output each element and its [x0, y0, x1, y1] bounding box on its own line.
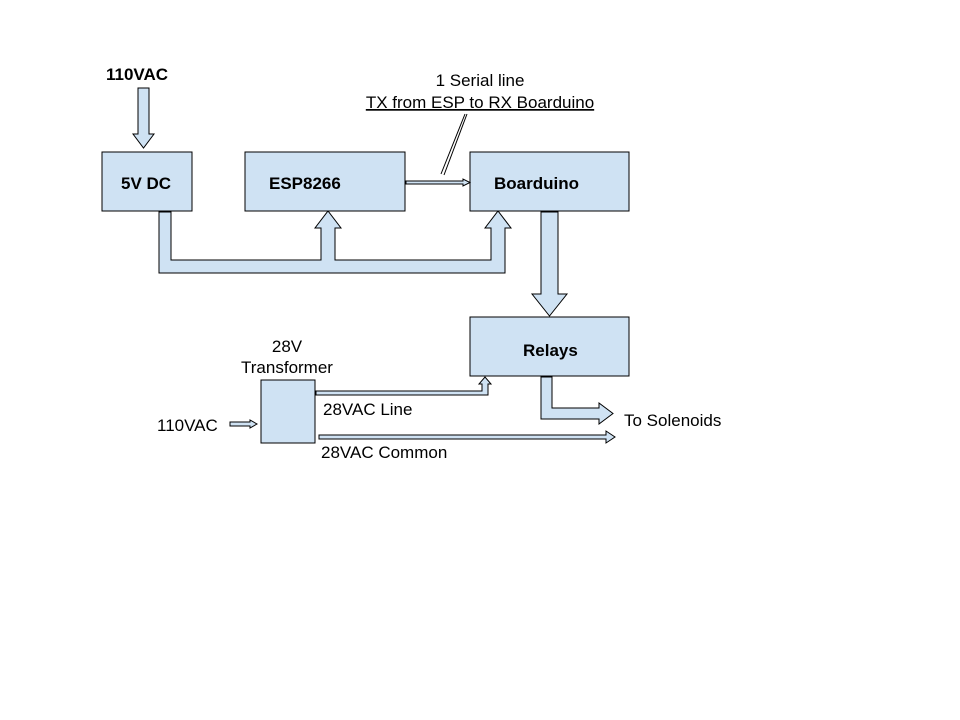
vac-common-arrow	[318, 430, 616, 444]
transformer-input-label: 110VAC	[157, 416, 218, 435]
block-boarduino: Boarduino	[469, 151, 630, 212]
serial-line-title: 1 Serial line	[436, 71, 525, 90]
serial-line-arrow	[405, 178, 472, 187]
vac-common-label: 28VAC Common	[321, 443, 447, 462]
relays-to-solenoids-arrow	[540, 376, 614, 425]
block-boarduino-label: Boarduino	[494, 174, 579, 193]
block-relays-label: Relays	[523, 341, 578, 360]
serial-callout-line-2	[443, 113, 468, 176]
block-relays: Relays	[469, 316, 630, 377]
power-input-label: 110VAC	[106, 65, 168, 84]
power-input-arrow	[132, 87, 155, 149]
transformer-rating: 28V	[272, 337, 303, 356]
block-5v-dc: 5V DC	[101, 151, 193, 212]
transformer-input-arrow	[229, 419, 259, 429]
transformer-label: Transformer	[241, 358, 333, 377]
vac-line-arrow	[315, 376, 493, 396]
block-transformer	[260, 379, 316, 444]
block-esp8266-label: ESP8266	[269, 174, 341, 193]
serial-callout-line	[440, 113, 466, 175]
block-5v-dc-label: 5V DC	[121, 174, 171, 193]
solenoids-label: To Solenoids	[624, 411, 721, 430]
power-bus-arrow	[158, 210, 513, 274]
block-esp8266: ESP8266	[244, 151, 406, 212]
serial-line-description: TX from ESP to RX Boarduino	[366, 93, 594, 112]
vac-line-label: 28VAC Line	[323, 400, 412, 419]
boarduino-to-relays-arrow	[530, 211, 569, 317]
